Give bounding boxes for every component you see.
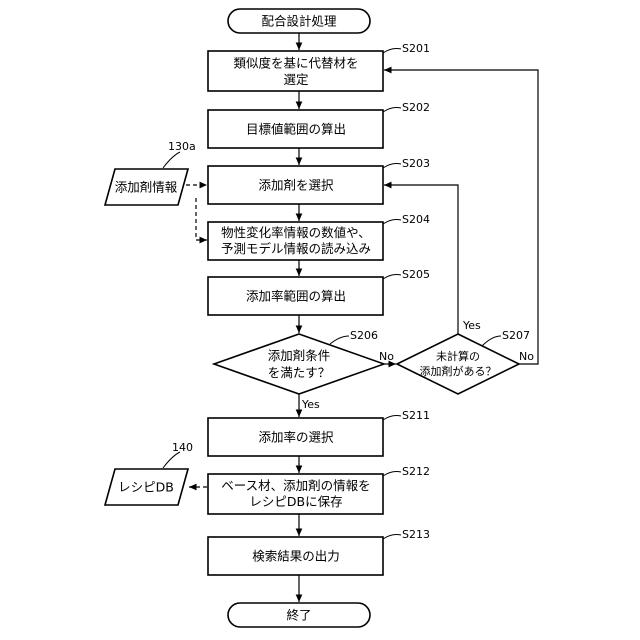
end-label: 終了 (286, 608, 311, 623)
step-s205: 添加率範囲の算出 S205 (208, 268, 430, 315)
step-s205-id: S205 (402, 268, 430, 281)
step-s211: 添加率の選択 S211 (208, 409, 430, 456)
decision-s207: 未計算の 添加剤がある？ S207 (397, 329, 530, 394)
step-s201-line2: 選定 (283, 72, 308, 87)
decision-s207-line2: 添加剤がある？ (420, 364, 497, 378)
step-s202: 目標値範囲の算出 S202 (208, 101, 430, 148)
branch-s206-no: No (379, 350, 394, 363)
step-s201-id: S201 (402, 42, 430, 55)
data-store-recipe-db: レシピDB 140 (105, 441, 193, 505)
step-s213-id: S213 (402, 528, 430, 541)
step-s212-line2: レシピDBに保存 (249, 494, 342, 509)
branch-s207-yes: Yes (462, 319, 481, 332)
start-label: 配合設計処理 (261, 14, 337, 29)
step-s204-line1: 物性変化率情報の数値や、 (221, 225, 371, 240)
step-s212: ベース材、添加剤の情報を レシピDBに保存 S212 (208, 465, 430, 514)
decision-s206: 添加剤条件 を満たす？ S206 (214, 329, 384, 394)
branch-s207-no: No (519, 350, 534, 363)
step-s211-text: 添加率の選択 (258, 430, 334, 445)
step-s204: 物性変化率情報の数値や、 予測モデル情報の読み込み S204 (208, 213, 430, 260)
step-s202-text: 目標値範囲の算出 (246, 122, 346, 137)
branch-s206-yes: Yes (301, 398, 320, 411)
decision-s206-id: S206 (350, 329, 378, 342)
step-s212-id: S212 (402, 465, 430, 478)
step-s212-line1: ベース材、添加剤の情報を (221, 478, 370, 493)
step-s201-line1: 類似度を基に代替材を (233, 56, 358, 71)
step-s203-id: S203 (402, 157, 430, 170)
step-s203-text: 添加剤を選択 (258, 178, 334, 193)
start-terminator: 配合設計処理 (228, 9, 370, 33)
data-store-additive-info: 添加剤情報 130a (105, 140, 196, 205)
additive-info-ref: 130a (168, 140, 196, 153)
decision-s207-id: S207 (502, 329, 530, 342)
decision-s207-line1: 未計算の (436, 349, 480, 363)
step-s204-id: S204 (402, 213, 430, 226)
decision-s206-line2: を満たす？ (268, 365, 331, 380)
recipe-db-label: レシピDB (118, 480, 174, 495)
recipe-db-ref: 140 (172, 441, 193, 454)
step-s203: 添加剤を選択 S203 (208, 157, 430, 204)
step-s202-id: S202 (402, 101, 430, 114)
step-s205-text: 添加率範囲の算出 (246, 289, 346, 304)
decision-s206-line1: 添加剤条件 (268, 348, 331, 363)
step-s204-line2: 予測モデル情報の読み込み (221, 241, 371, 256)
step-s211-id: S211 (402, 409, 430, 422)
step-s213-text: 検索結果の出力 (252, 549, 340, 564)
step-s201: 類似度を基に代替材を 選定 S201 (208, 42, 430, 91)
additive-info-label: 添加剤情報 (115, 180, 178, 195)
end-terminator: 終了 (228, 603, 370, 627)
step-s213: 検索結果の出力 S213 (208, 528, 430, 575)
